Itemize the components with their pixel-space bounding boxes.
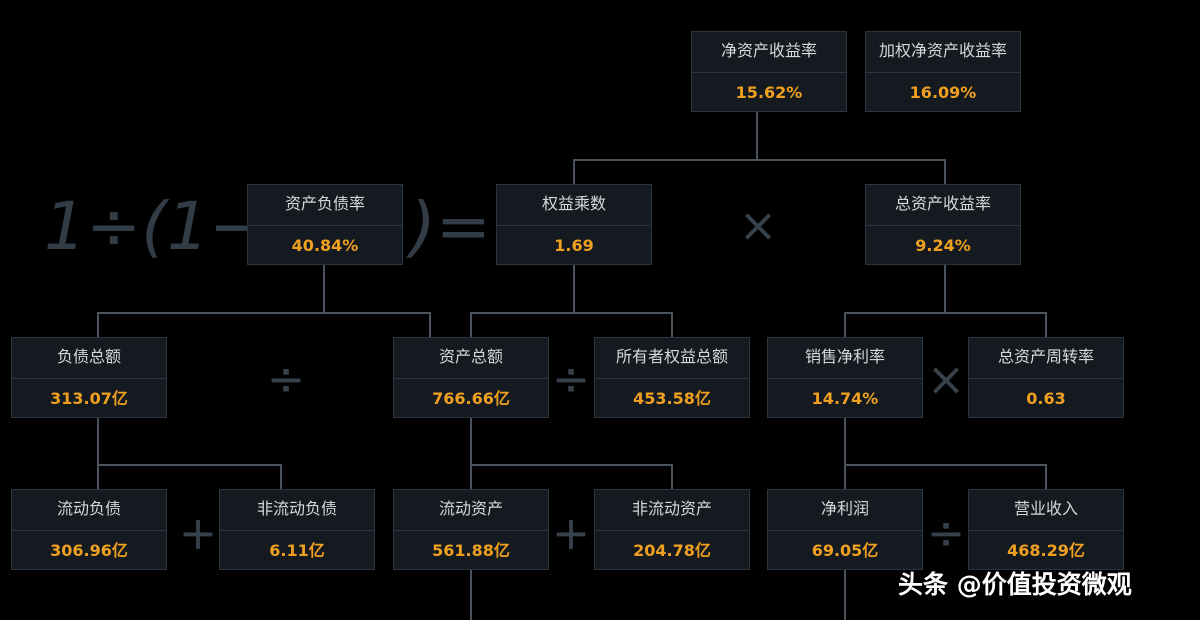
multiply-operator: × [926, 352, 966, 406]
node-roe: 净资产收益率 15.62% [691, 31, 847, 112]
node-label: 权益乘数 [497, 185, 651, 226]
node-value: 9.24% [915, 236, 971, 255]
node-value: 204.78亿 [633, 541, 711, 560]
multiply-operator: × [738, 198, 778, 252]
formula-right: )= [410, 188, 492, 265]
node-label: 所有者权益总额 [595, 338, 749, 379]
node-label: 资产负债率 [248, 185, 402, 226]
plus-operator: + [178, 506, 218, 560]
node-value: 40.84% [291, 236, 359, 255]
node-asset-turnover: 总资产周转率 0.63 [968, 337, 1124, 418]
node-value: 766.66亿 [432, 389, 510, 408]
node-noncurrent-liabilities: 非流动负债 6.11亿 [219, 489, 375, 570]
node-label: 总资产周转率 [969, 338, 1123, 379]
divide-operator: ÷ [551, 352, 591, 406]
node-current-assets: 流动资产 561.88亿 [393, 489, 549, 570]
node-label: 非流动负债 [220, 490, 374, 531]
node-net-margin: 销售净利率 14.74% [767, 337, 923, 418]
divide-operator: ÷ [266, 352, 306, 406]
node-value: 306.96亿 [50, 541, 128, 560]
node-total-liabilities: 负债总额 313.07亿 [11, 337, 167, 418]
node-label: 营业收入 [969, 490, 1123, 531]
node-noncurrent-assets: 非流动资产 204.78亿 [594, 489, 750, 570]
node-label: 资产总额 [394, 338, 548, 379]
divide-operator: ÷ [926, 506, 966, 560]
node-label: 销售净利率 [768, 338, 922, 379]
plus-operator: + [551, 506, 591, 560]
node-label: 净资产收益率 [692, 32, 846, 73]
node-value: 0.63 [1026, 389, 1066, 408]
node-revenue: 营业收入 468.29亿 [968, 489, 1124, 570]
node-label: 净利润 [768, 490, 922, 531]
watermark: 头条 @价值投资微观 [898, 570, 1132, 599]
node-equity-multiplier: 权益乘数 1.69 [496, 184, 652, 265]
node-net-profit: 净利润 69.05亿 [767, 489, 923, 570]
formula-left: 1÷(1− [44, 188, 265, 265]
node-label: 加权净资产收益率 [866, 32, 1020, 73]
node-roa: 总资产收益率 9.24% [865, 184, 1021, 265]
node-value: 14.74% [811, 389, 879, 408]
node-value: 16.09% [909, 83, 977, 102]
node-current-liabilities: 流动负债 306.96亿 [11, 489, 167, 570]
node-owners-equity: 所有者权益总额 453.58亿 [594, 337, 750, 418]
node-label: 非流动资产 [595, 490, 749, 531]
node-label: 流动负债 [12, 490, 166, 531]
node-label: 负债总额 [12, 338, 166, 379]
node-value: 561.88亿 [432, 541, 510, 560]
node-value: 69.05亿 [811, 541, 879, 560]
node-value: 313.07亿 [50, 389, 128, 408]
node-label: 总资产收益率 [866, 185, 1020, 226]
node-value: 15.62% [735, 83, 803, 102]
node-value: 1.69 [554, 236, 594, 255]
node-value: 468.29亿 [1007, 541, 1085, 560]
node-label: 流动资产 [394, 490, 548, 531]
node-value: 453.58亿 [633, 389, 711, 408]
node-weighted-roe: 加权净资产收益率 16.09% [865, 31, 1021, 112]
node-total-assets: 资产总额 766.66亿 [393, 337, 549, 418]
node-value: 6.11亿 [269, 541, 325, 560]
node-debt-ratio: 资产负债率 40.84% [247, 184, 403, 265]
